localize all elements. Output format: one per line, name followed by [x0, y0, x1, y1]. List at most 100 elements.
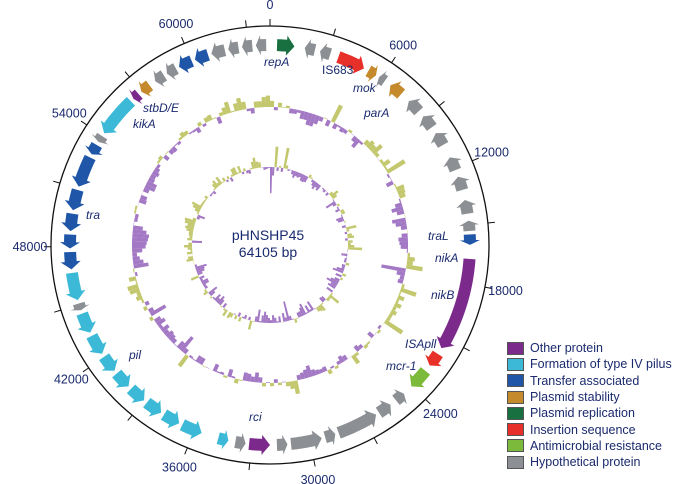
skew-bar — [173, 143, 178, 147]
skew-bar — [277, 102, 283, 108]
tick-mark — [248, 463, 251, 471]
skew-bar — [313, 307, 316, 310]
skew-bar — [398, 291, 402, 296]
gene-arrow-pilus — [126, 384, 145, 403]
skew-bar — [285, 381, 291, 387]
skew-bar — [151, 170, 160, 178]
gene-arrow-pilus — [179, 419, 202, 440]
legend-item-resistance: Antimicrobial resistance — [507, 438, 672, 454]
skew-bar — [296, 312, 301, 318]
tick-mark — [127, 414, 133, 421]
skew-bar — [278, 165, 282, 168]
skew-bar — [138, 198, 147, 205]
gene-arrow-hypothetical — [241, 36, 253, 57]
skew-bar — [340, 211, 346, 215]
gene-arrow-hypothetical — [406, 98, 424, 116]
skew-bar — [298, 173, 303, 178]
gene-arrow-transfer — [194, 47, 210, 67]
skew-bar — [209, 193, 213, 197]
skew-bar — [379, 158, 384, 164]
skew-bar — [305, 112, 313, 126]
skew-bar — [281, 106, 286, 108]
skew-bar — [332, 202, 337, 207]
skew-bar — [400, 225, 408, 230]
skew-bar — [391, 206, 404, 213]
skew-bar — [241, 316, 245, 319]
skew-bar — [243, 314, 248, 320]
skew-bar — [157, 155, 164, 161]
skew-bar — [377, 324, 382, 330]
skew-bar — [404, 213, 406, 218]
gene-arrow-hypothetical — [165, 62, 179, 80]
skew-bar — [132, 245, 146, 249]
skew-bar — [314, 183, 320, 189]
skew-bar — [197, 271, 203, 276]
skew-bar — [336, 206, 339, 210]
skew-bar — [389, 177, 393, 181]
skew-bar — [294, 171, 299, 177]
skew-bar — [383, 166, 388, 171]
gene-arrow-transfer — [85, 142, 103, 155]
gene-arrow-pilus — [100, 96, 136, 134]
skew-bar — [246, 108, 251, 112]
skew-bar — [274, 146, 279, 168]
skew-bar — [142, 187, 150, 194]
skew-bar — [326, 286, 334, 293]
skew-bar — [232, 102, 239, 112]
skew-bar — [192, 240, 203, 244]
skew-bar — [203, 289, 207, 293]
skew-bar — [199, 275, 205, 280]
plasmid-length: 64105 bp — [239, 244, 298, 260]
skew-bar — [347, 240, 353, 243]
skew-bar — [252, 320, 255, 323]
skew-bar — [344, 220, 346, 224]
skew-bar — [399, 241, 408, 245]
skew-bar — [211, 192, 214, 195]
skew-bar — [318, 368, 324, 374]
skew-bar — [334, 277, 340, 282]
skew-bar — [179, 336, 194, 352]
skew-bar — [332, 267, 344, 274]
skew-bar — [353, 344, 361, 352]
skew-bar — [341, 225, 346, 229]
skew-bar — [218, 111, 224, 117]
skew-bar — [397, 188, 406, 195]
skew-bar — [381, 264, 406, 273]
skew-bar — [223, 308, 226, 311]
skew-bar — [296, 374, 302, 381]
tick-mark — [54, 309, 62, 313]
skew-bar — [337, 355, 345, 364]
skew-bar — [393, 183, 397, 188]
skew-bar — [320, 295, 326, 301]
skew-bar — [311, 180, 316, 187]
skew-bar — [341, 266, 345, 270]
skew-bar — [283, 147, 290, 169]
skew-bar — [325, 297, 330, 302]
skew-bar — [398, 198, 402, 203]
skew-bar — [192, 358, 196, 362]
gene-arrow-replication — [276, 35, 295, 56]
skew-bar — [153, 316, 162, 323]
gene-arrow-hypothetical — [91, 132, 109, 145]
skew-bar — [296, 109, 302, 114]
skew-bar — [183, 130, 189, 136]
skew-bar — [212, 363, 220, 373]
skew-bar — [396, 209, 405, 216]
gene-arrow-hypothetical — [228, 38, 240, 59]
skew-bar — [191, 201, 203, 209]
legend-swatch — [507, 455, 524, 469]
skew-bar — [321, 366, 328, 373]
skew-bar — [229, 312, 234, 318]
gene-label-mok: mok — [353, 81, 377, 95]
skew-bar — [374, 152, 380, 158]
skew-bar — [184, 217, 196, 224]
gene-arrow-other — [248, 434, 271, 455]
tick-marks: 0600012000180002400030000360004200048000… — [13, 0, 523, 484]
skew-bar — [317, 305, 324, 312]
skew-bar — [351, 135, 358, 143]
skew-bar — [255, 161, 259, 169]
legend-item-replication: Plasmid replication — [507, 405, 672, 421]
skew-bar — [337, 124, 342, 129]
skew-bar — [233, 314, 238, 320]
skew-bar — [178, 136, 183, 141]
